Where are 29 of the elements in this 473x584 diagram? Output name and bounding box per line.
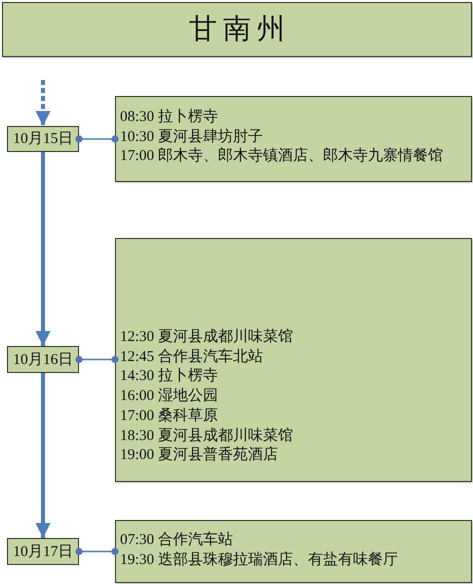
schedule-entry: 10:30 夏河县肆坊肘子 [120,128,263,147]
schedule-entry: 12:30 夏河县成都川味菜馆 [120,328,293,347]
schedule-entry: 17:00 郎木寺、郎木寺镇酒店、郎木寺九寨情餐馆 [120,147,443,166]
connector-line [75,356,119,364]
date-box [7,346,79,373]
schedule-entry: 14:30 拉卜楞寺 [120,367,218,386]
schedule-entry: 18:30 夏河县成都川味菜馆 [120,426,293,446]
dashed-arrow [36,80,50,126]
connector-line [75,548,119,556]
schedule-entry: 19:00 夏河县普香苑酒店 [120,446,278,466]
schedule-entry: 17:00 桑科草原 [120,406,218,426]
arrow [36,373,50,538]
schedule-entry: 19:30 迭部县珠穆拉瑞酒店、有盐有味餐厅 [120,550,398,570]
connector-line [75,135,119,143]
schedule-entry: 08:30 拉卜楞寺 [120,108,218,127]
schedule-box [115,96,472,182]
date-label: 10月16日 [13,350,73,370]
region-title: 甘南州 [188,12,291,46]
arrow [36,152,50,346]
schedule-entry: 07:30 合作汽车站 [120,531,233,550]
schedule-entry: 12:45 合作县汽车北站 [120,348,263,367]
date-box [7,538,79,565]
schedule-box [115,520,472,583]
schedule-entry: 16:00 湿地公园 [120,387,218,406]
date-label: 10月17日 [13,542,73,562]
title-box [2,2,472,57]
date-box [7,126,79,152]
date-label: 10月15日 [13,130,73,149]
schedule-box [115,238,472,482]
